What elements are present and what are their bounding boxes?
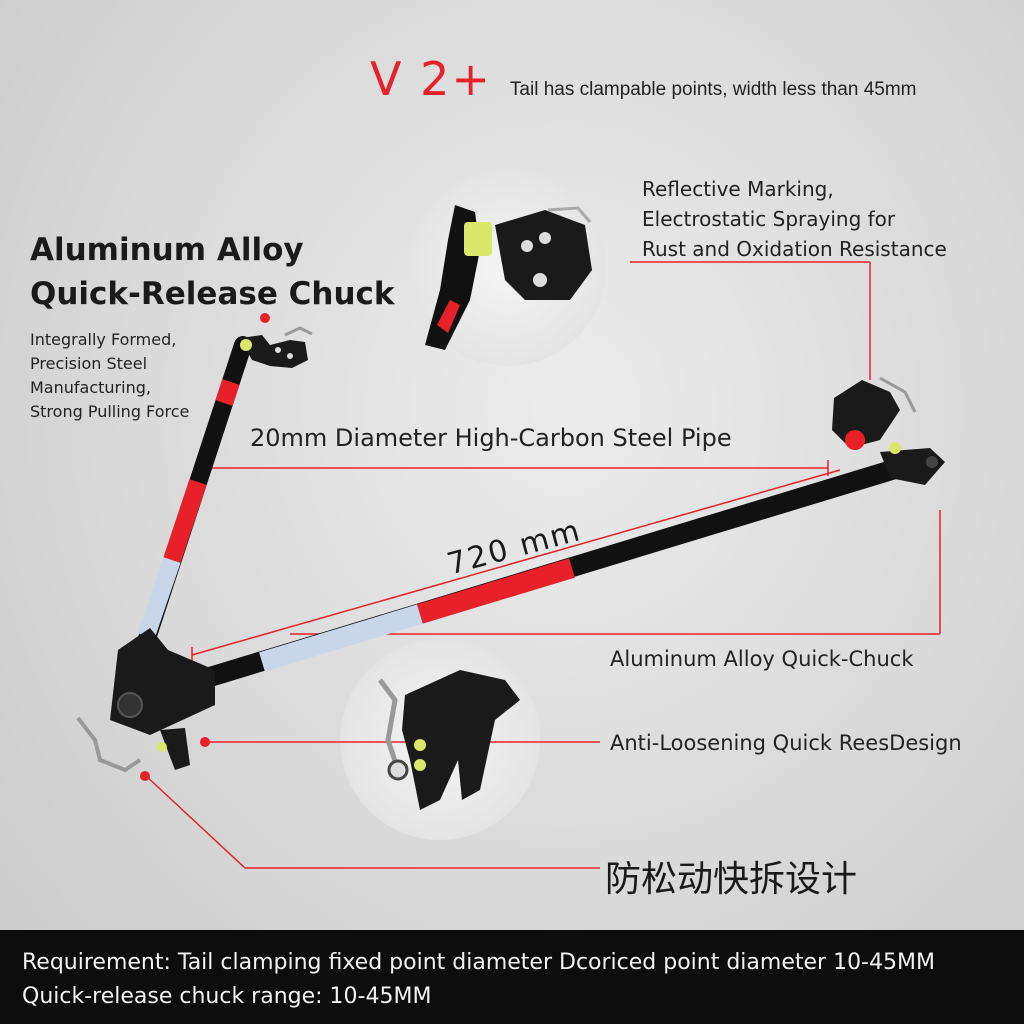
pipe-callout: 20mm Diameter High-Carbon Steel Pipe: [250, 424, 732, 452]
long-tube: [190, 456, 915, 690]
footer-line-2: Quick-release chuck range: 10-45MM: [22, 984, 432, 1009]
spring-wire: [76, 716, 142, 773]
marker-dot-chuck: [260, 313, 270, 323]
header: V 2+ Tail has clampable points, width le…: [370, 52, 917, 106]
feature-line: Integrally Formed,: [30, 330, 177, 349]
feature-list-left: Integrally Formed, Precision Steel Manuf…: [30, 328, 189, 424]
anti-loosening-callout: Anti-Loosening Quick ReesDesign: [610, 731, 962, 755]
feature-line: Precision Steel: [30, 354, 148, 373]
left-tube: [131, 336, 252, 669]
marker-dot-bottom: [140, 771, 150, 781]
requirements-footer: Requirement: Tail clamping fixed point d…: [0, 930, 1024, 1024]
quick-chuck-callout: Aluminum Alloy Quick-Chuck: [610, 647, 914, 671]
feature-title-line1: Aluminum Alloy: [30, 232, 304, 268]
model-subtitle: Tail has clampable points, width less th…: [509, 79, 917, 100]
hinge-joint-icon: [110, 628, 215, 770]
zoom-detail-bottom: [378, 670, 520, 810]
zoom-detail-top: [425, 205, 592, 350]
footer-line-1: Requirement: Tail clamping fixed point d…: [22, 950, 935, 975]
feature-title: Aluminum Alloy Quick-Release Chuck: [30, 228, 395, 316]
feature-title-line2: Quick-Release Chuck: [30, 276, 395, 312]
model-name: V 2+: [370, 52, 492, 106]
right-chuck-icon: [832, 376, 945, 485]
reflective-line: Rust and Oxidation Resistance: [642, 237, 947, 261]
chinese-callout: 防松动快拆设计: [605, 859, 858, 900]
leader-lines: [144, 261, 941, 869]
feature-line: Manufacturing,: [30, 378, 151, 397]
reflective-line: Reflective Marking,: [642, 177, 834, 201]
reflective-callout: Reflective Marking, Electrostatic Sprayi…: [642, 174, 947, 264]
top-chuck-icon: [240, 326, 313, 368]
reflective-line: Electrostatic Spraying for: [642, 207, 896, 231]
feature-line: Strong Pulling Force: [30, 402, 190, 421]
marker-dot-clamp: [200, 737, 210, 747]
